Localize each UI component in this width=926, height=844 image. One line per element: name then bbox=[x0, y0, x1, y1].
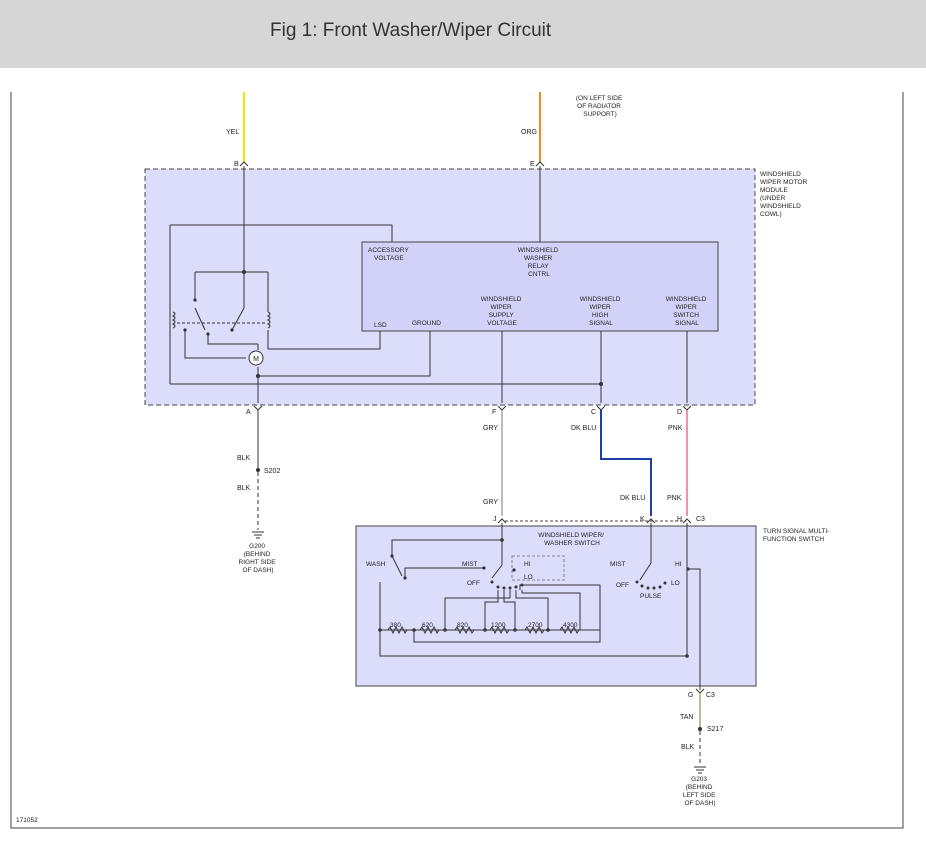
g203-label: G203 (BEHIND LEFT SIDE OF DASH) bbox=[683, 776, 718, 807]
pin-a-label: A bbox=[246, 409, 251, 416]
hi-label-2: HI bbox=[675, 561, 682, 568]
ground-label: GROUND bbox=[412, 320, 441, 327]
gry-label-bottom: GRY bbox=[483, 499, 498, 506]
pnk-label-top: PNK bbox=[668, 425, 683, 432]
motor-module-label: WINDSHIELD WIPER MOTOR MODULE (UNDER WIN… bbox=[760, 171, 809, 218]
dkblu-label-top: DK BLU bbox=[571, 425, 596, 432]
pin-b-label: B bbox=[234, 161, 239, 168]
switch-contact-dots bbox=[378, 538, 690, 658]
off-label-2: OFF bbox=[616, 582, 629, 589]
resistor-ladder bbox=[387, 625, 580, 635]
washer-relay-box bbox=[361, 241, 719, 332]
ground-symbol-g200 bbox=[252, 531, 264, 539]
lsd-label: LSD bbox=[374, 322, 387, 329]
turn-signal-switch-box bbox=[355, 525, 757, 687]
pin-h-label: H bbox=[677, 516, 682, 523]
gry-label-top: GRY bbox=[483, 425, 498, 432]
g200-label: G200 (BEHIND RIGHT SIDE OF DASH) bbox=[239, 543, 278, 574]
dkblu-label-bottom: DK BLU bbox=[620, 495, 645, 502]
mist-label-2: MIST bbox=[610, 561, 626, 568]
relay-title: WINDSHIELD WASHER RELAY CNTRL bbox=[518, 247, 561, 278]
lo-label-1: LO bbox=[524, 574, 533, 581]
resistor-820: 820 bbox=[457, 622, 468, 629]
pin-j-label: J bbox=[493, 516, 497, 523]
connector-a bbox=[253, 405, 263, 411]
resistor-values: 380 620 820 1200 2700 4300 bbox=[390, 622, 578, 629]
resistor-4300: 4300 bbox=[563, 622, 578, 629]
module-internal-wiring bbox=[169, 166, 688, 403]
connector-d bbox=[682, 405, 692, 411]
resistor-1200: 1200 bbox=[491, 622, 506, 629]
diagram-frame bbox=[10, 92, 904, 829]
connector-e bbox=[535, 161, 545, 167]
switch-signal-label: WINDSHIELD WIPER SWITCH SIGNAL bbox=[666, 296, 709, 327]
page-title: Fig 1: Front Washer/Wiper Circuit bbox=[270, 20, 552, 41]
turn-switch-label: TURN SIGNAL MULTI- FUNCTION SWITCH bbox=[763, 528, 831, 543]
motor-m-label: M bbox=[253, 356, 259, 363]
radiator-note: (ON LEFT SIDE OF RADIATOR SUPPORT) bbox=[576, 95, 624, 118]
dkblu-wire bbox=[600, 410, 652, 516]
ground-symbol-g203 bbox=[694, 766, 706, 774]
pin-c3-top-label: C3 bbox=[696, 516, 705, 523]
tan-wire-label: TAN bbox=[680, 714, 693, 721]
header-bar: Fig 1: Front Washer/Wiper Circuit bbox=[0, 0, 926, 68]
module-junction-dots bbox=[183, 270, 603, 386]
hi-label-1: HI bbox=[524, 561, 531, 568]
splice-s202 bbox=[256, 468, 260, 472]
wiper-motor-symbol bbox=[248, 350, 264, 366]
mist-label-1: MIST bbox=[462, 561, 478, 568]
pin-k-label: K bbox=[640, 516, 645, 523]
splice-s217 bbox=[698, 727, 702, 731]
supply-voltage-label: WINDSHIELD WIPER SUPPLY VOLTAGE bbox=[481, 296, 524, 327]
figure-id: 171052 bbox=[16, 817, 38, 824]
connector-f bbox=[497, 405, 507, 411]
pulse-label: PULSE bbox=[640, 593, 662, 600]
resistor-2700: 2700 bbox=[528, 622, 543, 629]
blk-wire-label-1: BLK bbox=[237, 455, 251, 462]
org-wire-label: ORG bbox=[521, 129, 537, 136]
s217-label: S217 bbox=[707, 726, 723, 733]
resistor-620: 620 bbox=[422, 622, 433, 629]
connector-j bbox=[497, 518, 507, 524]
connector-h bbox=[682, 518, 692, 524]
washer-switch-label: WINDSHIELD WIPER/ WASHER SWITCH bbox=[538, 532, 606, 547]
s202-label: S202 bbox=[264, 468, 280, 475]
blk-wire-label-right: BLK bbox=[681, 744, 695, 751]
pin-d-label: D bbox=[677, 409, 682, 416]
off-label-1: OFF bbox=[467, 580, 480, 587]
pin-e-label: E bbox=[530, 161, 535, 168]
blk-wire-label-2: BLK bbox=[237, 485, 251, 492]
pin-g-label: G bbox=[688, 692, 693, 699]
pnk-label-bottom: PNK bbox=[667, 495, 682, 502]
resistor-380: 380 bbox=[390, 622, 401, 629]
lo-label-2: LO bbox=[671, 580, 680, 587]
pin-c-label: C bbox=[591, 409, 596, 416]
connector-b bbox=[239, 161, 249, 167]
connector-c bbox=[596, 405, 606, 411]
high-signal-label: WINDSHIELD WIPER HIGH SIGNAL bbox=[580, 296, 623, 327]
wash-label: WASH bbox=[366, 561, 386, 568]
yel-wire-label: YEL bbox=[226, 129, 239, 136]
accessory-voltage-label: ACCESSORY VOLTAGE bbox=[368, 247, 410, 262]
pin-c3-bottom-label: C3 bbox=[706, 692, 715, 699]
connector-k bbox=[646, 518, 656, 524]
pin-f-label: F bbox=[492, 409, 496, 416]
